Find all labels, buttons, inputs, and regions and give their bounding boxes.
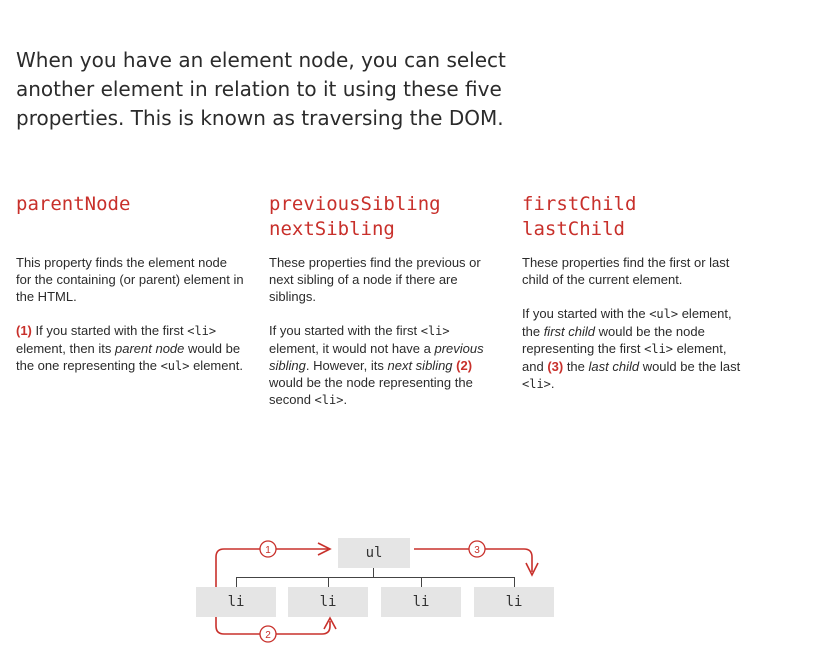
node-li-2: li — [288, 587, 368, 617]
description-text: These properties find the previous or ne… — [269, 255, 481, 304]
node-ul: ul — [338, 538, 410, 568]
arrowhead-icon — [323, 616, 337, 630]
property-name: nextSibling — [269, 218, 395, 240]
column-description: These properties find the first or last … — [522, 254, 750, 410]
marker-3-label: 3 — [474, 545, 480, 556]
arrowhead-icon — [525, 562, 539, 577]
tree-connector — [514, 577, 515, 587]
example-text: If you started with the <ul> element, th… — [522, 306, 741, 391]
example-text: If you started with the first <li> eleme… — [269, 323, 484, 407]
tree-connector — [421, 577, 422, 587]
column-child: firstChild lastChild These properties fi… — [522, 192, 750, 391]
intro-paragraph: When you have an element node, you can s… — [16, 48, 506, 130]
property-name: parentNode — [16, 193, 131, 215]
marker-3-icon — [468, 540, 486, 558]
marker-2-icon — [259, 625, 277, 643]
column-parent-node: parentNode This property finds the eleme… — [16, 192, 244, 373]
column-description: These properties find the previous or ne… — [269, 254, 497, 426]
example-text: (1) If you started with the first <li> e… — [16, 323, 243, 373]
node-li-1: li — [196, 587, 276, 617]
tree-connector — [373, 568, 374, 577]
property-name: lastChild — [522, 218, 625, 240]
marker-1-label: 1 — [265, 545, 271, 556]
tree-connector — [328, 577, 329, 587]
property-name: firstChild — [522, 193, 637, 215]
arrowhead-icon — [317, 542, 332, 556]
tree-connector — [236, 577, 237, 587]
column-description: This property finds the element node for… — [16, 254, 244, 392]
last-child-arrow — [414, 548, 533, 572]
marker-2-label: 2 — [265, 630, 271, 641]
description-text: These properties find the first or last … — [522, 255, 730, 287]
property-name: previousSibling — [269, 193, 441, 215]
tree-connector — [236, 577, 515, 578]
column-sibling: previousSibling nextSibling These proper… — [269, 192, 497, 407]
node-li-4: li — [474, 587, 554, 617]
node-li-3: li — [381, 587, 461, 617]
parent-node-arrow — [215, 548, 328, 587]
marker-1-icon — [259, 540, 277, 558]
description-text: This property finds the element node for… — [16, 255, 244, 304]
